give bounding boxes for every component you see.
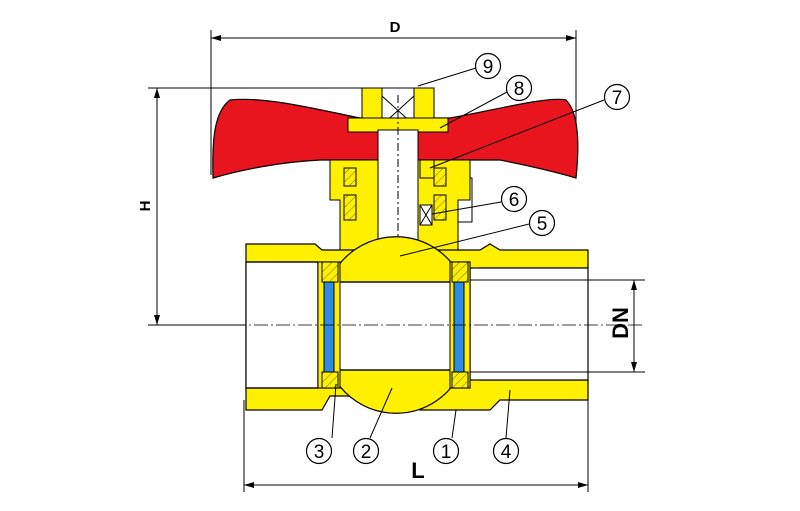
callout-9: 9 — [474, 52, 502, 80]
callout-3: 3 — [305, 437, 333, 465]
svg-text:1: 1 — [441, 442, 452, 463]
callout-1: 1 — [432, 437, 460, 465]
dimension-l-label: L — [411, 458, 424, 483]
callout-8: 8 — [505, 74, 533, 102]
callout-5: 5 — [528, 209, 556, 237]
bonnet — [329, 159, 471, 253]
leader-lines — [331, 67, 605, 439]
svg-text:6: 6 — [509, 190, 520, 211]
svg-text:5: 5 — [537, 214, 548, 235]
svg-text:8: 8 — [514, 79, 525, 100]
dimension-h-label: H — [137, 201, 154, 212]
dimension-lines — [148, 30, 645, 492]
callout-2: 2 — [352, 437, 380, 465]
svg-text:2: 2 — [361, 442, 372, 463]
callout-6: 6 — [500, 185, 528, 213]
stem-nut — [347, 87, 449, 133]
svg-text:4: 4 — [501, 442, 512, 463]
svg-text:7: 7 — [612, 88, 623, 109]
svg-text:3: 3 — [314, 442, 325, 463]
dimension-d-label: D — [390, 19, 401, 36]
callout-7: 7 — [603, 83, 631, 111]
callout-4: 4 — [492, 437, 520, 465]
svg-text:9: 9 — [483, 57, 494, 78]
dimension-dn-label: DN — [608, 307, 633, 339]
